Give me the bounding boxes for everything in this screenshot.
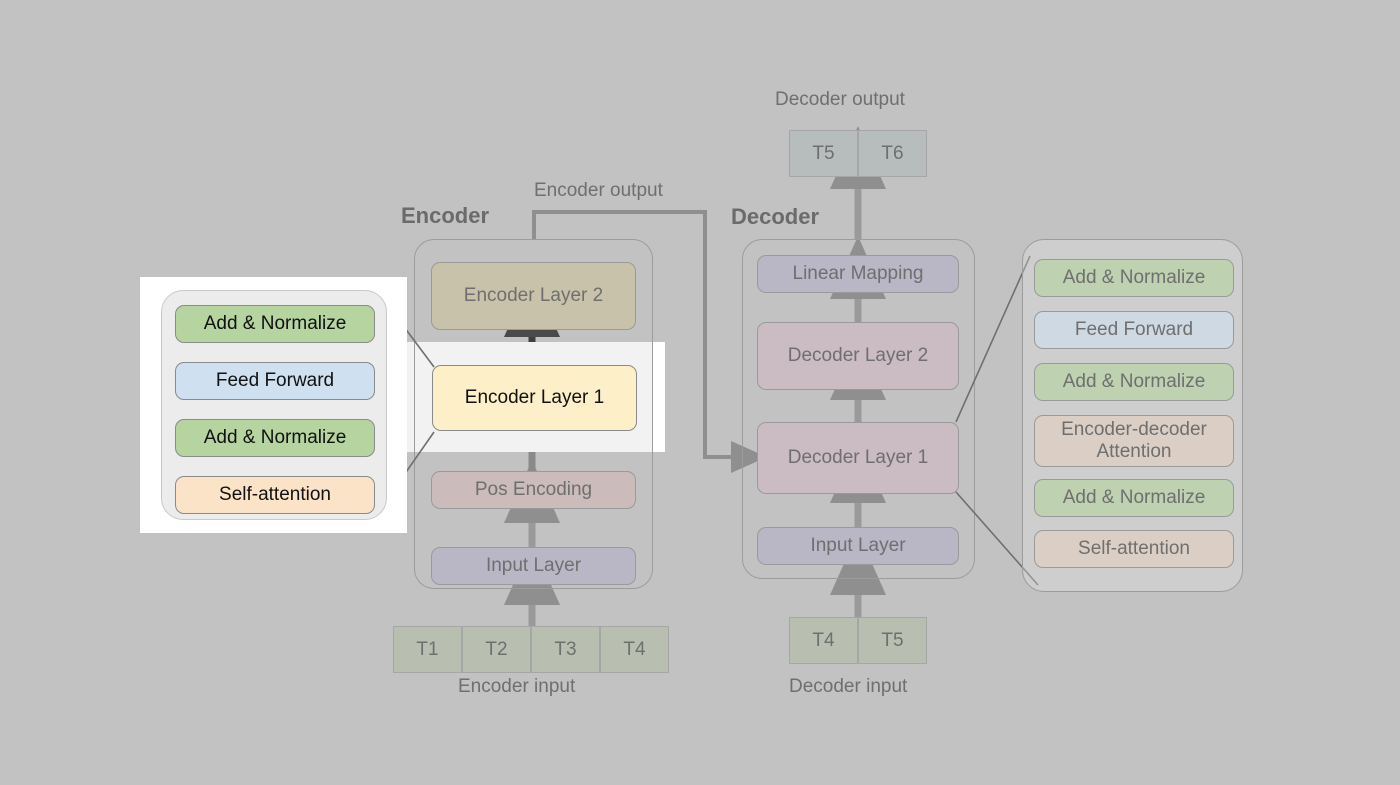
decoder-block-decoder-layer-2[interactable]: Decoder Layer 2 [757, 322, 959, 390]
encoder-input-label: Encoder input [458, 676, 576, 697]
encoder-block-pos-encoding[interactable]: Pos Encoding [431, 471, 636, 509]
decoder-input-label: Decoder input [789, 676, 908, 697]
encoder-input-token-1: T2 [462, 626, 531, 673]
decoder-block-linear-mapping[interactable]: Linear Mapping [757, 255, 959, 293]
encoder-output-path [532, 210, 767, 473]
decoder-detail-block-self-attention[interactable]: Self-attention [1034, 530, 1234, 568]
encoder-container [414, 239, 653, 589]
encoder-output-label: Encoder output [534, 180, 663, 201]
encoder-input-token-0: T1 [393, 626, 462, 673]
decoder-detail-block-add-normalize-2[interactable]: Add & Normalize [1034, 363, 1234, 401]
encoder-detail-block-feed-forward[interactable]: Feed Forward [175, 362, 375, 400]
encoder-detail-block-self-attention[interactable]: Self-attention [175, 476, 375, 514]
encoder-detail-panel: Add & Normalize Feed Forward Add & Norma… [161, 290, 387, 520]
encoder-title: Encoder [401, 203, 490, 228]
encoder-block-input-layer[interactable]: Input Layer [431, 547, 636, 585]
decoder-block-decoder-layer-1[interactable]: Decoder Layer 1 [757, 422, 959, 494]
decoder-input-token-0: T4 [789, 617, 858, 664]
decoder-output-token-0: T5 [789, 130, 858, 177]
decoder-detail-block-add-normalize-3[interactable]: Add & Normalize [1034, 479, 1234, 517]
encoder-layer1-highlight-edge [653, 342, 665, 452]
encoder-block-encoder-layer-1[interactable]: Encoder Layer 1 [432, 365, 637, 431]
decoder-title: Decoder [731, 204, 820, 229]
decoder-detail-panel: Add & Normalize Feed Forward Add & Norma… [1022, 239, 1243, 592]
decoder-detail-block-add-normalize-1[interactable]: Add & Normalize [1034, 259, 1234, 297]
encoder-block-encoder-layer-2[interactable]: Encoder Layer 2 [431, 262, 636, 330]
decoder-detail-block-encoder-decoder-attention[interactable]: Encoder-decoder Attention [1034, 415, 1234, 467]
encoder-detail-block-add-normalize-1[interactable]: Add & Normalize [175, 305, 375, 343]
encoder-detail-block-add-normalize-2[interactable]: Add & Normalize [175, 419, 375, 457]
decoder-input-token-1: T5 [858, 617, 927, 664]
encoder-input-token-2: T3 [531, 626, 600, 673]
decoder-detail-block-feed-forward[interactable]: Feed Forward [1034, 311, 1234, 349]
decoder-output-label: Decoder output [775, 89, 905, 110]
decoder-output-token-1: T6 [858, 130, 927, 177]
decoder-block-input-layer[interactable]: Input Layer [757, 527, 959, 565]
encoder-input-token-3: T4 [600, 626, 669, 673]
